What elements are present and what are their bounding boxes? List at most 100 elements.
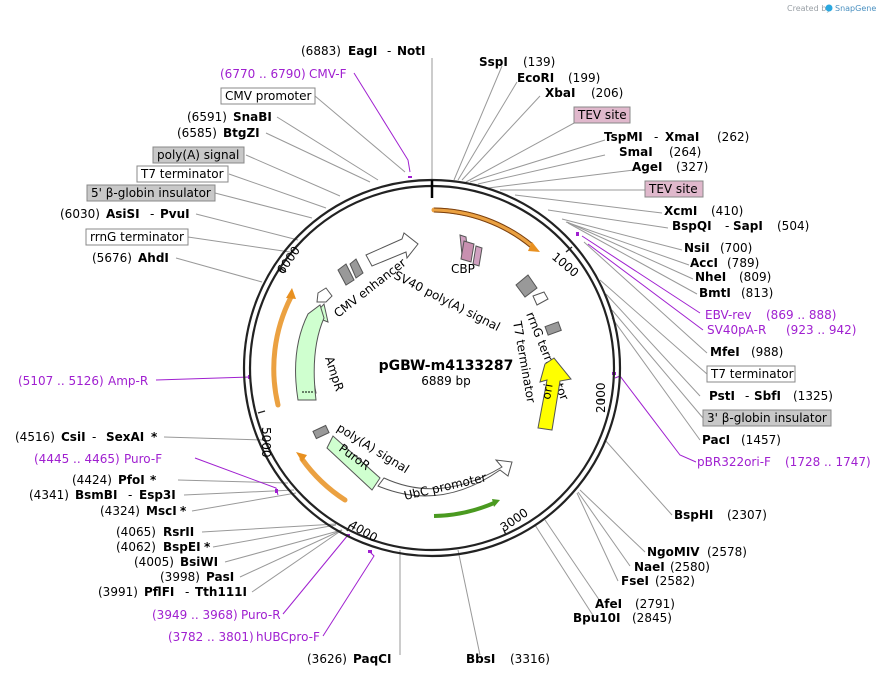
ori-label: ori [539,383,555,401]
cbp-box-3 [472,245,483,267]
svg-text:-: - [150,207,154,221]
ubc-arrow [377,459,513,497]
site-name: AfeI [595,597,622,611]
orange-arrow-1 [528,242,540,252]
site-pos: (6883) [301,44,341,58]
site-name: PstI [709,389,735,403]
leader-lines [163,58,708,656]
site-pos: (3626) [307,652,347,666]
site-pos: (1457) [741,433,781,447]
box-tev-1 [573,106,631,124]
primer-name: SV40pA-R [707,323,766,337]
site-pos: (2307) [727,508,767,522]
box-5-globin [86,184,216,202]
sv40-label: SV40 poly(A) signal [392,268,503,334]
primer-lines [155,72,704,637]
site-name: BsiWI [180,555,218,569]
plasmid-size: 6889 bp [421,374,471,388]
site-name: BspEI [163,540,201,554]
site-pos: (2578) [707,545,747,559]
scale-ticks [257,246,605,536]
box-polya-label: poly(A) signal [157,148,239,162]
site-name: TspMI [604,130,643,144]
site-pos: (988) [751,345,783,359]
primer-name: pBR322ori-F [697,455,771,469]
green-arc-arrow [492,499,500,507]
site-name2: PvuI [160,207,190,221]
site-pos: (3316) [510,652,550,666]
credit-brand: SnapGene [835,4,876,13]
site-pos: (2582) [655,574,695,588]
puror-arrow [326,435,381,491]
orange-arrow-2 [286,288,296,299]
cmv-enh-label: CMV enhancer [331,256,408,321]
site-name2: SbfI [754,389,781,403]
site-pos: (4005) [134,555,174,569]
site-name: PacI [702,433,730,447]
site-name: BbsI [466,652,495,666]
small-white-arrow [532,291,549,306]
site-name: CsiI [61,430,86,444]
svg-text:-: - [128,488,132,502]
site-name: PfoI [118,473,145,487]
scale-2000: 2000 [594,382,608,413]
scale-5000: 5000 [259,427,273,458]
site-labels: (6883) EagI - NotI SspI (139) EcoRI (199… [15,44,833,666]
primer-range: (923 .. 942) [786,323,856,337]
site-name2: SapI [733,219,763,233]
svg-text:-: - [92,430,96,444]
primer-name: hUBCpro-F [256,630,320,644]
site-name: MfeI [710,345,740,359]
site-name: EagI [348,44,377,58]
box-polya [152,146,245,164]
scale-4000: 4000 [347,517,380,544]
site-pos: (813) [741,286,773,300]
site-pos: (206) [591,86,623,100]
site-name: MscI [146,504,177,518]
t7-box [544,321,562,336]
box-tev-2-label: TEV site [648,182,698,196]
svg-text:-: - [387,44,391,58]
site-pos: (6591) [187,110,227,124]
primer-range: (869 .. 888) [766,308,836,322]
site-pos: (199) [568,71,600,85]
site-pos: (262) [717,130,749,144]
ampr-body [295,304,325,401]
site-pos: (4341) [29,488,69,502]
box-tev-1-label: TEV site [577,108,627,122]
box-3-globin [702,409,832,427]
svg-text:-: - [745,389,749,403]
box-3-globin-label: 3' β-globin insulator [707,411,827,425]
site-pos: (5676) [92,251,132,265]
site-name: AsiSI [106,207,140,221]
site-pos: (1325) [793,389,833,403]
svg-text:-: - [185,585,189,599]
orange-arrow-3 [296,452,307,462]
cbp-label: CBP [451,262,475,276]
ubc-label: UbC promoter [403,470,488,503]
site-name: BtgZI [223,126,260,140]
site-name: NaeI [634,560,665,574]
primer-name: Puro-R [241,608,281,622]
primer-name: EBV-rev [705,308,751,322]
box-tev-2 [644,180,704,198]
box-rrng [85,228,189,246]
site-pos: (700) [720,241,752,255]
site-name: RsrII [163,525,194,539]
site-name: BspQI [672,219,712,233]
site-name: XcmI [664,204,697,218]
site-name: PflFI [144,585,174,599]
grey-box-1 [337,263,355,286]
cmv-promoter-arrow [365,232,419,267]
cbp-box-2 [460,240,475,263]
site-pos: (789) [727,256,759,270]
site-name: NheI [695,270,726,284]
site-name: NsiI [684,241,710,255]
box-t7 [136,165,229,183]
site-name: FseI [621,574,649,588]
box-cmv-promoter-label: CMV promoter [225,89,312,103]
primer-range: (6770 .. 6790) [220,67,306,81]
site-pos: (6030) [60,207,100,221]
site-pos: (327) [676,160,708,174]
